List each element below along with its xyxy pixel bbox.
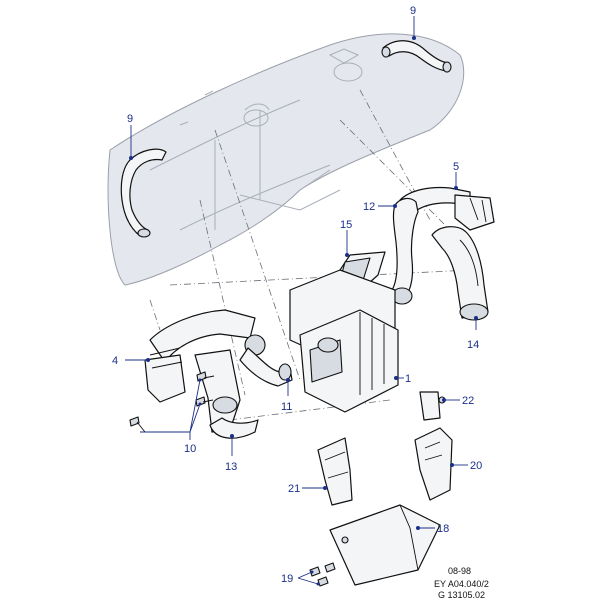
dashboard-ghost-outline: [107, 33, 465, 286]
air-duct-4: [144, 309, 266, 403]
callout-10: 10: [140, 378, 202, 455]
clip-22: [419, 391, 446, 421]
callout-label-10: 10: [184, 443, 196, 455]
callout-label-21: 21: [288, 483, 300, 495]
callout-label-5: 5: [453, 161, 459, 173]
callout-label-19: 19: [281, 573, 293, 585]
callout-5: 5: [453, 161, 459, 190]
callout-label-15: 15: [340, 219, 352, 231]
callout-19: 19: [281, 570, 320, 586]
callout-label-14: 14: [467, 339, 479, 351]
bracket-21: [317, 437, 353, 506]
callout-label-20: 20: [470, 460, 482, 472]
drawing-ref-primary: EY A04.040/2: [434, 579, 489, 589]
air-duct-12: [391, 197, 419, 305]
callout-label-22: 22: [462, 395, 474, 407]
cover-panel-18: [329, 504, 441, 586]
callout-11: 11: [281, 378, 292, 413]
callout-14: 14: [467, 316, 479, 351]
callout-15: 15: [340, 219, 352, 257]
callout-22: 22: [442, 395, 474, 407]
callout-label-12: 12: [363, 201, 375, 213]
callout-label-4: 4: [112, 355, 118, 367]
drawing-reference-block: 08-98 EY A04.040/2 G 13105.02: [434, 566, 489, 600]
callout-label-18: 18: [437, 523, 449, 535]
callout-label-13: 13: [225, 461, 237, 473]
hose-9-upper: [381, 40, 452, 73]
callout-21: 21: [288, 483, 327, 495]
callout-label-11: 11: [281, 401, 292, 413]
drawing-date: 08-98: [448, 566, 471, 576]
callout-12: 12: [363, 201, 397, 213]
duct-elbow-11: [239, 347, 293, 387]
bracket-20: [414, 427, 453, 501]
callout-9-upper: 9: [410, 5, 416, 40]
callout-20: 20: [450, 460, 482, 472]
callout-label-9-upper: 9: [410, 5, 416, 17]
screws-10: [129, 371, 215, 433]
callout-4: 4: [112, 355, 150, 367]
callout-9-left: 9: [127, 113, 133, 160]
callout-18: 18: [416, 523, 449, 535]
callout-13: 13: [225, 434, 237, 473]
callout-label-9-left: 9: [127, 113, 133, 125]
hose-9-left: [120, 148, 167, 238]
air-duct-14: [431, 226, 489, 321]
heater-unit-1: [299, 309, 399, 413]
drawing-ref-secondary: G 13105.02: [438, 590, 485, 600]
callout-1: 1: [394, 373, 411, 385]
callout-label-1: 1: [405, 373, 411, 385]
air-duct-13: [194, 349, 259, 439]
